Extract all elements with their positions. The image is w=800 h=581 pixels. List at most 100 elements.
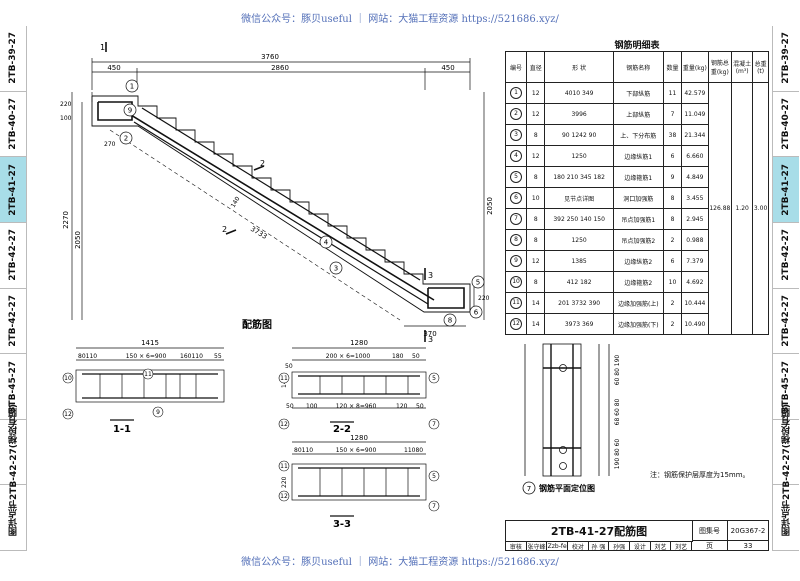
dim-270: 270 <box>104 141 116 148</box>
section-tag: 5 <box>432 473 436 480</box>
note: 注：钢筋保护层厚度为15mm。 <box>650 471 750 479</box>
dim-220-top: 220 <box>60 101 72 108</box>
drawing-title: 2TB-41-27配筋图 <box>506 521 693 542</box>
section-tag: 11 <box>280 375 288 382</box>
row-quantity: 2 <box>670 299 675 307</box>
tab-leftcol-3[interactable]: 2TB-42-27 <box>0 223 26 289</box>
s11-left: 80110 <box>78 353 97 360</box>
tab-leftcol-6[interactable]: 2TB-42-27(梯段有隔) <box>0 404 26 500</box>
dim-3760: 3760 <box>261 53 279 61</box>
page-label: 页 <box>692 541 728 551</box>
row-shape: 412 182 <box>566 278 592 286</box>
tab-rightcol-7[interactable]: 图详点节 <box>773 485 799 551</box>
plan-drawing: 60 80 190 68 60 80 190 80 60 7 钢筋平面定位图 <box>522 343 621 495</box>
callout-circle <box>319 235 333 249</box>
s11-width: 1415 <box>141 339 159 347</box>
tab-label: 2TB-40-27 <box>8 98 18 150</box>
signoff-cell: Zzb-fe <box>547 541 568 551</box>
col-header: 混凝土(m³) <box>731 51 754 83</box>
callout-number: 3 <box>334 265 338 273</box>
s33-h220: 220 <box>281 476 288 488</box>
section-tag-circle <box>278 372 290 384</box>
row-shape: 180 210 345 182 <box>553 173 605 181</box>
row-diameter: 12 <box>531 110 540 118</box>
row-name: 边缘箍筋2 <box>624 279 653 287</box>
tab-leftcol-0[interactable]: 2TB-39-27 <box>0 26 26 92</box>
section-tag: 7 <box>432 421 436 428</box>
tab-leftcol-4[interactable]: 2TB-42-27 <box>0 289 26 355</box>
row-number: 4 <box>510 150 523 162</box>
s22-b4: 50 <box>416 403 424 410</box>
col-header: 直径 <box>526 51 546 83</box>
s11-title: 1-1 <box>113 424 131 435</box>
tab-rightcol-1[interactable]: 2TB-40-27 <box>773 92 799 158</box>
row-name: 边缘加强筋(上) <box>617 300 659 308</box>
row-name: 边缘箍筋1 <box>624 174 653 182</box>
dim-3733: 3733 <box>249 225 268 241</box>
callout-circle <box>123 103 137 117</box>
section-tag: 12 <box>280 493 288 500</box>
callout-number: 5 <box>476 279 480 287</box>
row-quantity: 9 <box>670 173 675 181</box>
section-tag-circle <box>152 406 164 418</box>
dim-450-left: 450 <box>107 64 120 72</box>
section-tag-circle <box>62 372 74 384</box>
tab-rightcol-5[interactable]: 3TB-45-27 <box>773 354 799 420</box>
section-tag: 9 <box>156 409 160 416</box>
row-number: 3 <box>510 129 523 141</box>
dim-2050-left: 2050 <box>74 231 82 249</box>
plan-top-dims: 60 80 190 <box>614 355 621 386</box>
s22-title: 2-2 <box>333 424 351 435</box>
section-tag: 12 <box>280 421 288 428</box>
signoff-cell: 刘艺 <box>671 541 692 551</box>
row-diameter: 8 <box>533 173 538 181</box>
tab-leftcol-5[interactable]: 3TB-45-27 <box>0 354 26 420</box>
callout-number: 1 <box>130 83 134 91</box>
s22-left50: 50 <box>285 363 293 370</box>
s11-r1: 160110 <box>180 353 203 360</box>
row-number: 6 <box>510 192 523 204</box>
tab-rightcol-4[interactable]: 2TB-42-27 <box>773 289 799 355</box>
row-name: 洞口加强筋 <box>623 195 654 203</box>
row-quantity: 2 <box>670 236 675 244</box>
tab-rightcol-2[interactable]: 2TB-41-27 <box>773 157 799 223</box>
row-number: 2 <box>510 108 523 120</box>
row-diameter: 8 <box>533 278 538 286</box>
section-tag-circle <box>278 490 290 502</box>
callout-circle <box>471 275 485 289</box>
dim-220-bottom: 220 <box>478 295 490 302</box>
row-weight: 3.455 <box>686 194 704 202</box>
watermark-bottom: 微信公众号：豚贝useful ｜ 网站：大猫工程资源 https://52168… <box>241 557 559 568</box>
row-weight: 11.049 <box>684 110 706 118</box>
callout-number: 4 <box>324 239 329 247</box>
tab-label: 2TB-42-27 <box>781 229 791 282</box>
row-quantity: 6 <box>670 257 675 265</box>
row-quantity: 8 <box>670 194 675 202</box>
tab-rightcol-6[interactable]: 2TB-42-27(梯段有隔) <box>773 404 799 500</box>
total-total-wt: 126.88 <box>709 205 731 212</box>
row-weight: 42.579 <box>684 89 706 97</box>
row-number: 12 <box>510 318 523 330</box>
tab-rightcol-3[interactable]: 2TB-42-27 <box>773 223 799 289</box>
callout-circle <box>329 261 343 275</box>
row-name: 边缘纵筋2 <box>624 258 653 266</box>
s22-b2: 100 <box>306 403 318 410</box>
tab-rightcol-0[interactable]: 2TB-39-27 <box>773 26 799 92</box>
row-weight: 10.490 <box>684 320 706 328</box>
tab-leftcol-7[interactable]: 图详点节 <box>0 485 26 551</box>
tab-leftcol-1[interactable]: 2TB-40-27 <box>0 92 26 158</box>
section-tag-circle <box>428 418 440 430</box>
tab-leftcol-2[interactable]: 2TB-41-27 <box>0 157 26 223</box>
callout-number: 9 <box>128 107 132 115</box>
row-weight: 2.945 <box>686 215 704 223</box>
dim-450-right: 450 <box>441 64 454 72</box>
s22-r1: 180 <box>392 353 404 360</box>
row-number: 8 <box>510 234 523 246</box>
row-shape: 90 1242 90 <box>561 131 597 139</box>
plan-mid-dims: 68 60 80 <box>614 398 621 425</box>
